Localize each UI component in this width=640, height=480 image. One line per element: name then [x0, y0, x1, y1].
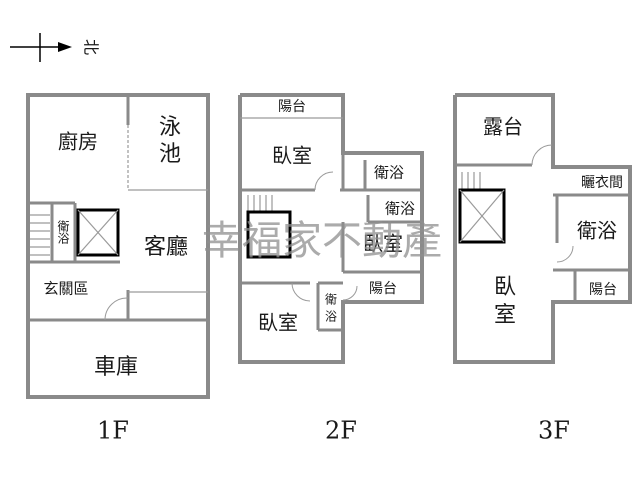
f2-floor-label: 2F — [325, 417, 357, 445]
floor-3f-plan: 露台 曬衣間 衛浴 臥 室 陽台 3F — [453, 93, 632, 445]
f3-outer-wall — [453, 93, 632, 364]
f1-pool-label-2: 池 — [159, 142, 181, 167]
f2-bath1-label: 衛浴 — [374, 164, 404, 182]
f2-bath2-label: 衛浴 — [385, 200, 415, 218]
floor-2f-plan: 陽台 臥室 衛浴 衛浴 臥室 陽台 臥室 衛 浴 2F — [238, 93, 424, 445]
f1-entry-door-icon — [104, 297, 129, 321]
f2-outer-wall — [238, 93, 424, 364]
f2-bedroom3-door-icon — [291, 282, 311, 302]
f2-balcony-top-label: 陽台 — [278, 99, 306, 115]
f2-bedroom2-door-icon — [342, 285, 358, 301]
f3-bedroom-label-2: 室 — [494, 303, 516, 328]
f1-outer-wall — [26, 93, 210, 399]
f1-bath-label: 衛浴 — [56, 220, 70, 245]
f2-core-box — [246, 210, 292, 259]
f1-entry-label: 玄關區 — [43, 280, 88, 298]
f1-stair-treads — [30, 214, 50, 256]
f3-floor-label: 3F — [538, 417, 570, 445]
f3-balcony-label: 陽台 — [589, 282, 617, 298]
f1-floor-label: 1F — [97, 417, 129, 445]
f3-terrace-label: 露台 — [483, 115, 523, 139]
f3-bath-label: 衛浴 — [577, 219, 617, 243]
floor-1f-plan: 廚房 泳 池 衛浴 客廳 玄關區 車庫 1F — [26, 93, 210, 445]
f3-bath-door-icon — [556, 245, 574, 263]
f2-bath3-label-1: 衛 — [325, 293, 337, 307]
f1-living-label: 客廳 — [144, 235, 188, 260]
f3-stair-treads — [461, 172, 481, 190]
f2-bath3-label-2: 浴 — [325, 310, 337, 324]
f1-garage-label: 車庫 — [94, 355, 138, 380]
f2-bedroom1-label: 臥室 — [272, 144, 312, 168]
f1-kitchen-label: 廚房 — [58, 130, 98, 154]
compass-arrow-icon — [58, 42, 72, 52]
f3-drying-label: 曬衣間 — [581, 175, 623, 191]
f2-bedroom1-door-icon — [314, 171, 334, 191]
f2-stair-treads — [247, 195, 273, 212]
f3-bedroom-label-1: 臥 — [494, 275, 516, 300]
f3-core-box — [458, 188, 506, 244]
north-label: 北 — [82, 39, 101, 55]
f1-pool-label-1: 泳 — [159, 115, 181, 140]
f2-bedroom3-label: 臥室 — [258, 311, 298, 335]
watermark-text: 幸福家不動產 — [202, 218, 442, 264]
f2-bedroom2-label: 臥室 — [363, 232, 403, 256]
f2-balcony-right-label: 陽台 — [369, 281, 397, 297]
f3-terrace-door-icon — [531, 144, 553, 166]
north-compass: 北 — [10, 33, 101, 62]
f1-core-box — [76, 208, 120, 257]
